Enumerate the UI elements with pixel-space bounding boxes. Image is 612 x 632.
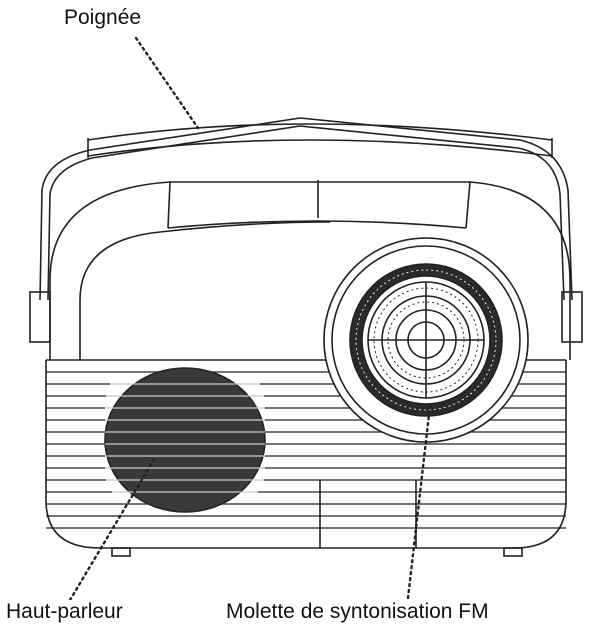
label-handle: Poignée [64,6,142,29]
handle-illustration [29,117,583,343]
leader-lines [68,36,432,600]
tuning-dial-illustration [323,237,529,443]
label-tuning-dial: Molette de syntonisation FM [226,600,489,623]
radio-diagram [29,36,583,600]
speaker-cone [104,367,266,513]
label-speaker: Haut-parleur [6,600,123,623]
